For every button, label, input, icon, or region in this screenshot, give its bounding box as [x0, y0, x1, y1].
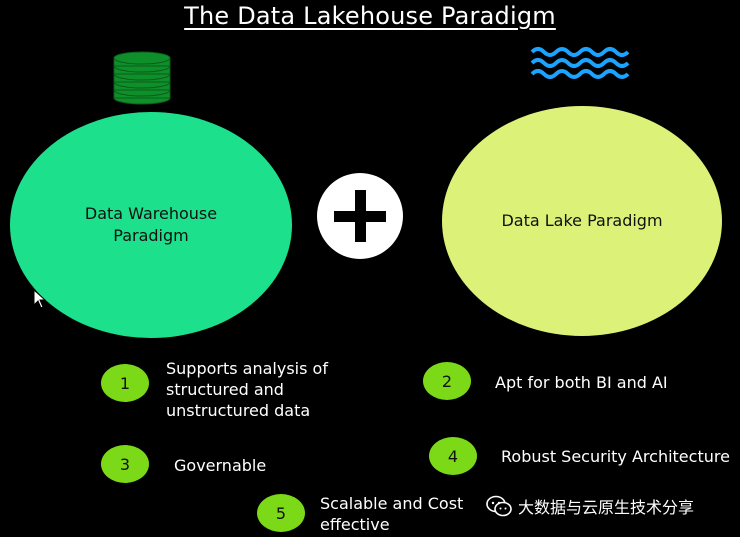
feature-number-1: 1	[101, 364, 149, 402]
data-lake-circle: Data Lake Paradigm	[442, 106, 722, 336]
mouse-pointer-icon	[33, 289, 47, 309]
feature-number-4: 4	[429, 437, 477, 475]
feature-number-3: 3	[101, 445, 149, 483]
page-title: The Data Lakehouse Paradigm	[184, 2, 556, 30]
data-lake-label: Data Lake Paradigm	[501, 211, 663, 230]
data-warehouse-circle: Data Warehouse Paradigm	[10, 112, 292, 338]
water-waves-icon	[530, 47, 630, 79]
watermark: 大数据与云原生技术分享	[486, 494, 694, 518]
feature-number-5: 5	[257, 494, 305, 532]
feature-text-1: Supports analysis of structured and unst…	[166, 359, 328, 420]
data-warehouse-label: Data Warehouse Paradigm	[84, 204, 218, 245]
feature-text-2: Apt for both BI and AI	[495, 373, 668, 392]
feature-text-3: Governable	[174, 456, 267, 475]
feature-text-4: Robust Security Architecture	[501, 447, 730, 466]
feature-number-2: 2	[423, 362, 471, 400]
feature-text-5: Scalable and Cost effective	[320, 494, 464, 534]
plus-icon	[317, 173, 403, 259]
wechat-icon	[486, 495, 512, 517]
database-stack-icon	[113, 51, 171, 105]
watermark-text: 大数据与云原生技术分享	[518, 498, 695, 517]
